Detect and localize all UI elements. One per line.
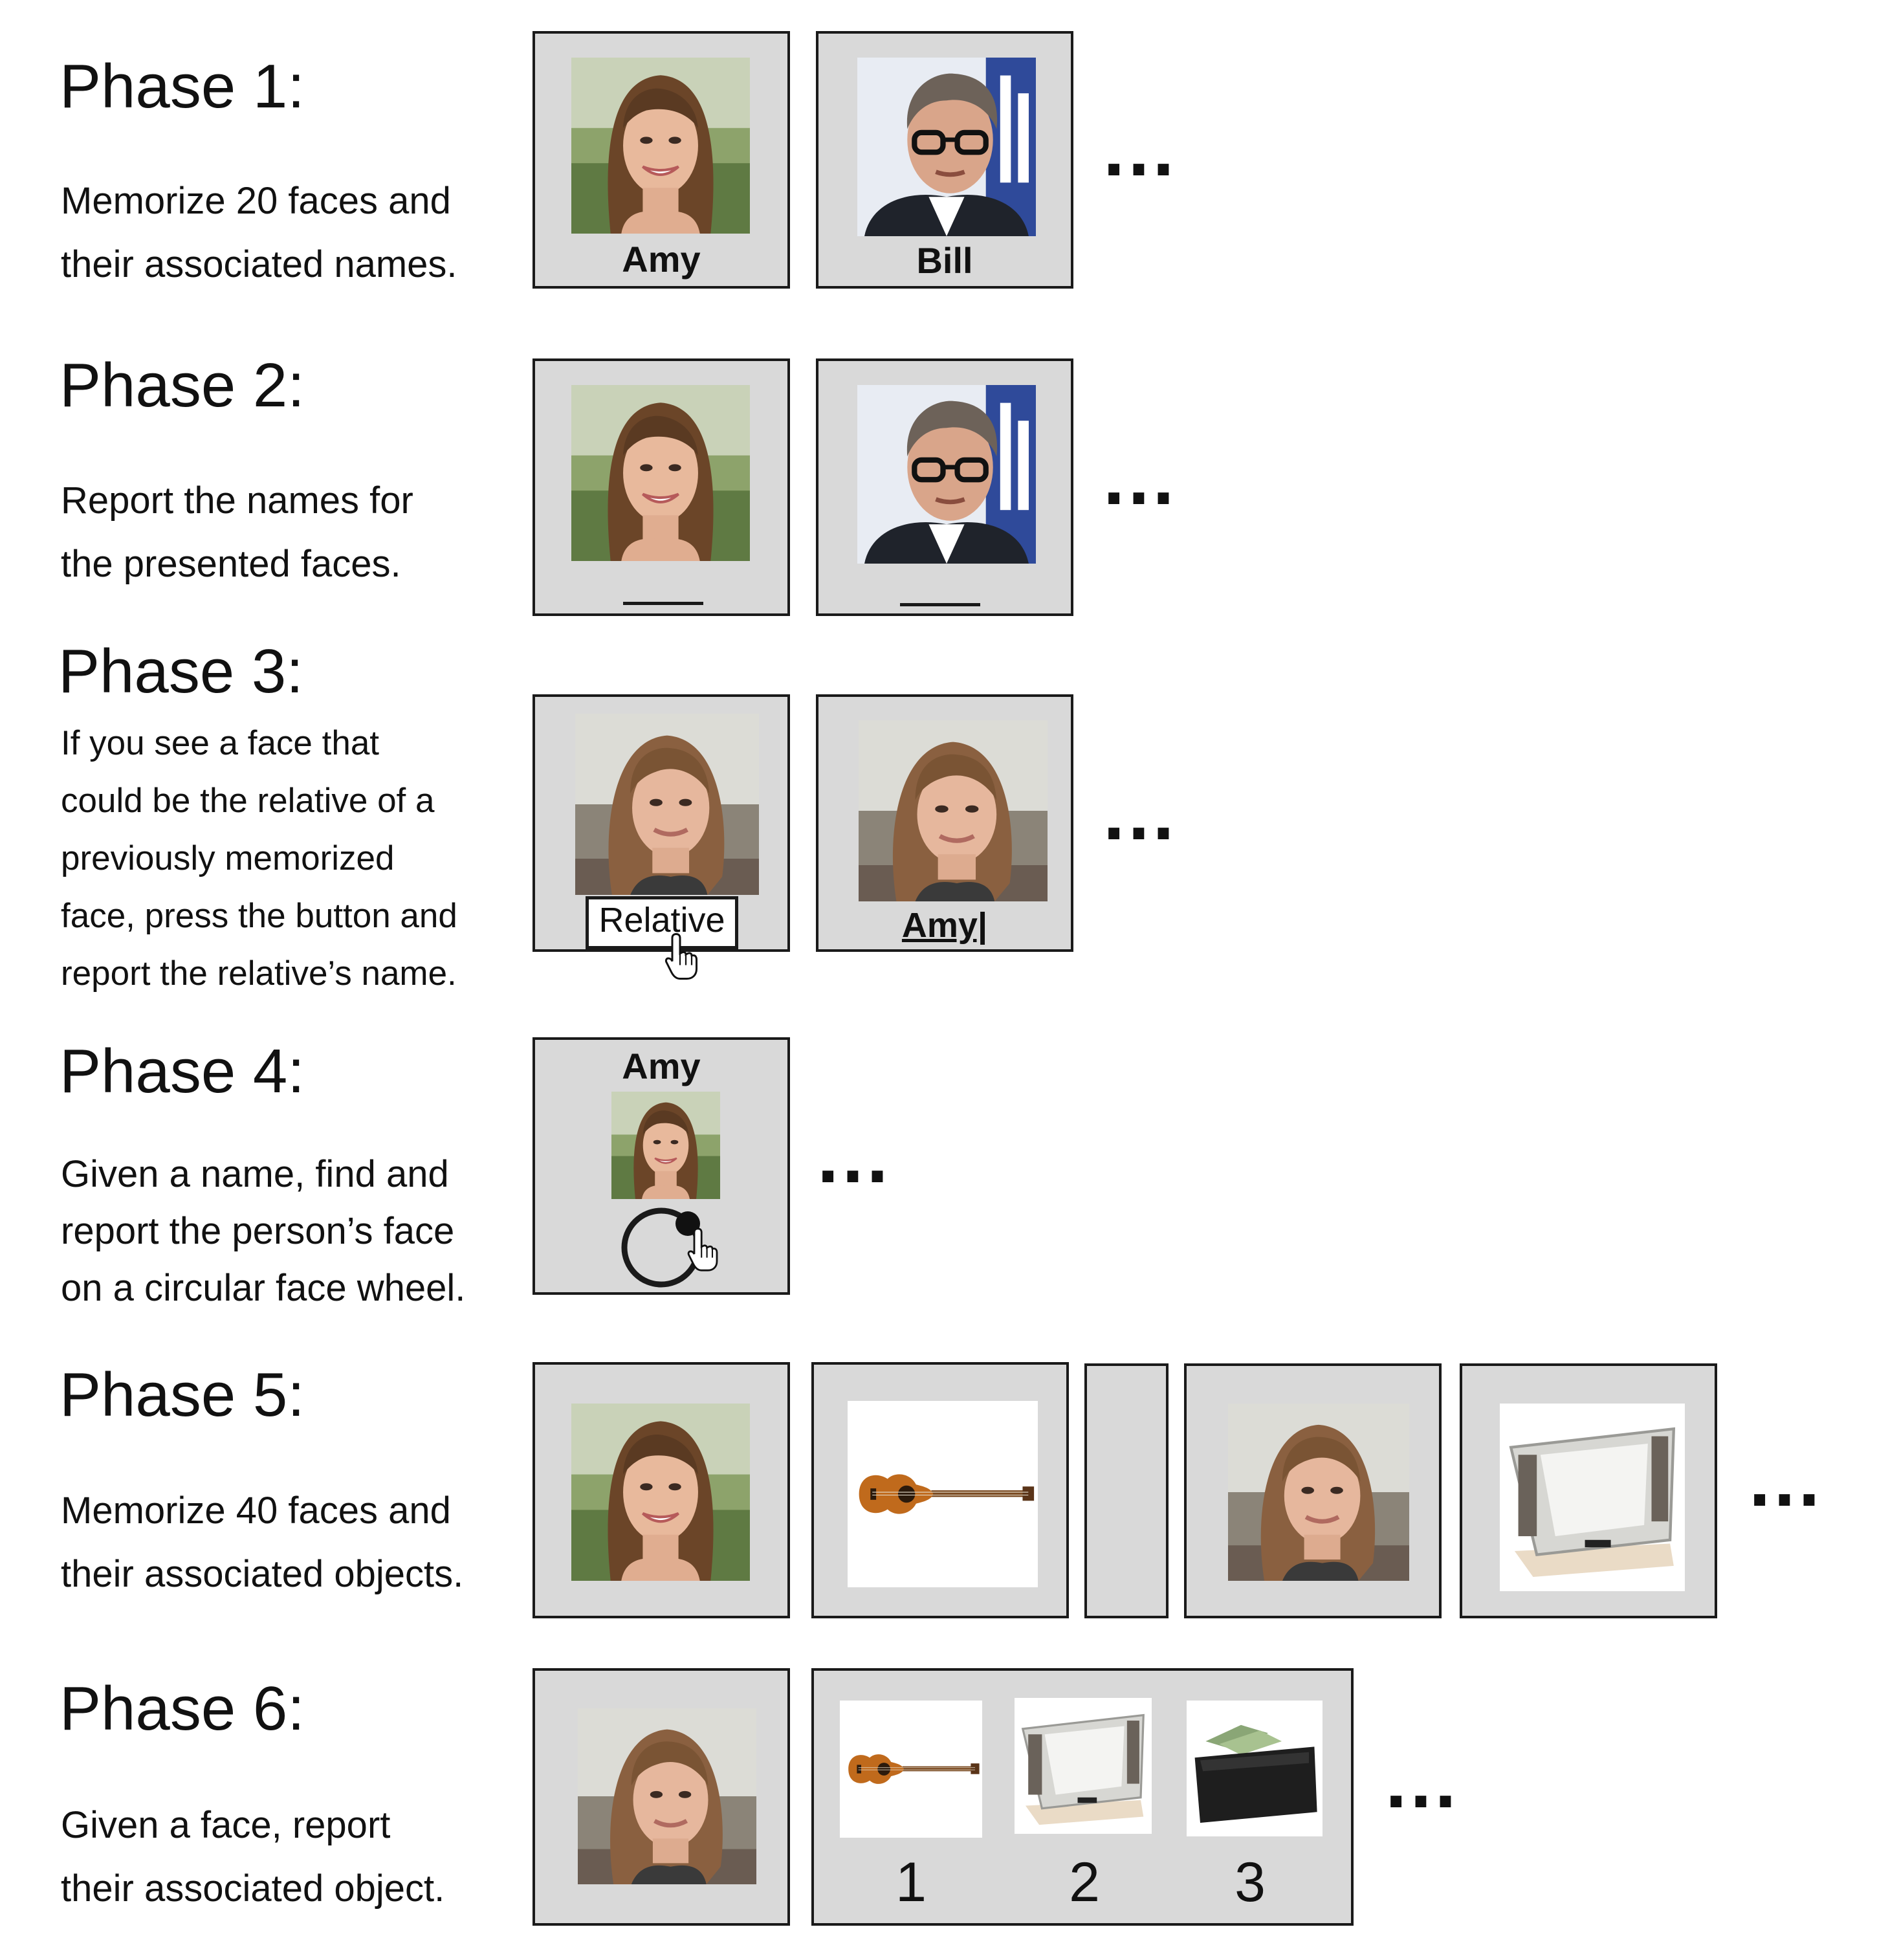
phase-1-line-2: their associated names. [61,243,457,285]
name-answer-blank[interactable] [623,602,703,605]
ellipsis: … [814,1112,895,1199]
phase-4-card: Amy [532,1037,790,1295]
phase-3-line-1: If you see a face that [61,724,380,762]
face-bill-photo [857,385,1036,564]
name-label: Amy [622,239,701,280]
name-answer-blank[interactable] [900,603,980,606]
hand-pointer-icon [685,1226,721,1273]
phase-5-card-face-2 [1184,1363,1442,1618]
face-relative-photo [575,714,759,895]
phase-2-line-2: the presented faces. [61,543,401,585]
name-label: Bill [916,240,973,281]
typed-name-input[interactable]: Amy| [901,906,988,945]
phase-4-title: Phase 4: [60,1037,305,1106]
relative-button[interactable]: Relative [586,896,738,949]
phase-3-line-2: could be the relative of a [61,782,435,820]
phase-4-line-3: on a circular face wheel. [61,1267,466,1309]
ellipsis: … [1746,1436,1827,1523]
phase-3-line-5: report the relative’s name. [61,954,457,993]
phase-2-card-2 [816,358,1073,616]
phase-6-title: Phase 6: [60,1674,305,1743]
phase-5-description: Memorize 40 faces and their associated o… [61,1479,463,1606]
photo-viewer-image [1500,1404,1685,1591]
phase-6-line-2: their associated object. [61,1867,445,1910]
ellipsis: … [1100,769,1181,856]
phase-3-card-1: Relative [532,694,790,952]
face-amy-photo [571,385,750,561]
face-amy-photo [571,58,750,234]
target-name-label: Amy [622,1046,701,1086]
phase-1-description: Memorize 20 faces and their associated n… [61,170,457,296]
phase-4-description: Given a name, find and report the person… [61,1146,465,1317]
phase-5-card-viewer [1460,1363,1717,1618]
face-amy-photo [571,1404,750,1581]
choice-1-guitar[interactable] [840,1701,982,1838]
face-relative-photo [859,720,1048,901]
phase-2-card-1 [532,358,790,616]
phase-6-card-face [532,1668,790,1926]
phase-6-choice-panel: 1 2 3 [811,1668,1354,1926]
choice-3-wallet[interactable] [1187,1701,1323,1836]
face-relative-photo [578,1708,756,1884]
phase-5-line-1: Memorize 40 faces and [61,1490,451,1532]
phase-1-title: Phase 1: [60,52,305,121]
phase-3-card-2: Amy| [816,694,1073,952]
phase-1-line-1: Memorize 20 faces and [61,180,451,222]
phase-6-description: Given a face, report their associated ob… [61,1794,445,1921]
phase-2-line-1: Report the names for [61,479,413,522]
face-relative-photo [1228,1404,1409,1581]
choice-number-3: 3 [1235,1851,1266,1913]
hand-pointer-icon [663,932,701,981]
phase-1-card-bill: Bill [816,31,1073,289]
phase-3-title: Phase 3: [58,637,303,706]
phase-5-card-face [532,1362,790,1618]
ellipsis: … [1100,105,1181,192]
phase-3-description: If you see a face that could be the rela… [61,714,457,1002]
ellipsis: … [1382,1737,1464,1824]
guitar-image [848,1401,1038,1587]
phase-5-line-2: their associated objects. [61,1553,464,1595]
phase-4-line-2: report the person’s face [61,1210,455,1252]
phase-5-blank-card [1084,1363,1169,1618]
phase-3-line-3: previously memorized [61,839,395,877]
choice-number-2: 2 [1069,1851,1100,1913]
face-bill-photo [857,58,1036,236]
phase-6-line-1: Given a face, report [61,1804,391,1846]
choice-number-1: 1 [895,1851,927,1913]
phase-2-title: Phase 2: [60,351,305,420]
ellipsis: … [1100,434,1181,521]
phase-1-card-amy: Amy [532,31,790,289]
phase-2-description: Report the names for the presented faces… [61,469,413,596]
face-amy-photo [611,1092,720,1199]
phase-4-line-1: Given a name, find and [61,1153,449,1195]
phase-5-card-guitar [811,1362,1069,1618]
choice-2-photo-viewer[interactable] [1015,1698,1152,1834]
phase-3-line-4: face, press the button and [61,897,457,935]
phase-5-title: Phase 5: [60,1360,305,1429]
